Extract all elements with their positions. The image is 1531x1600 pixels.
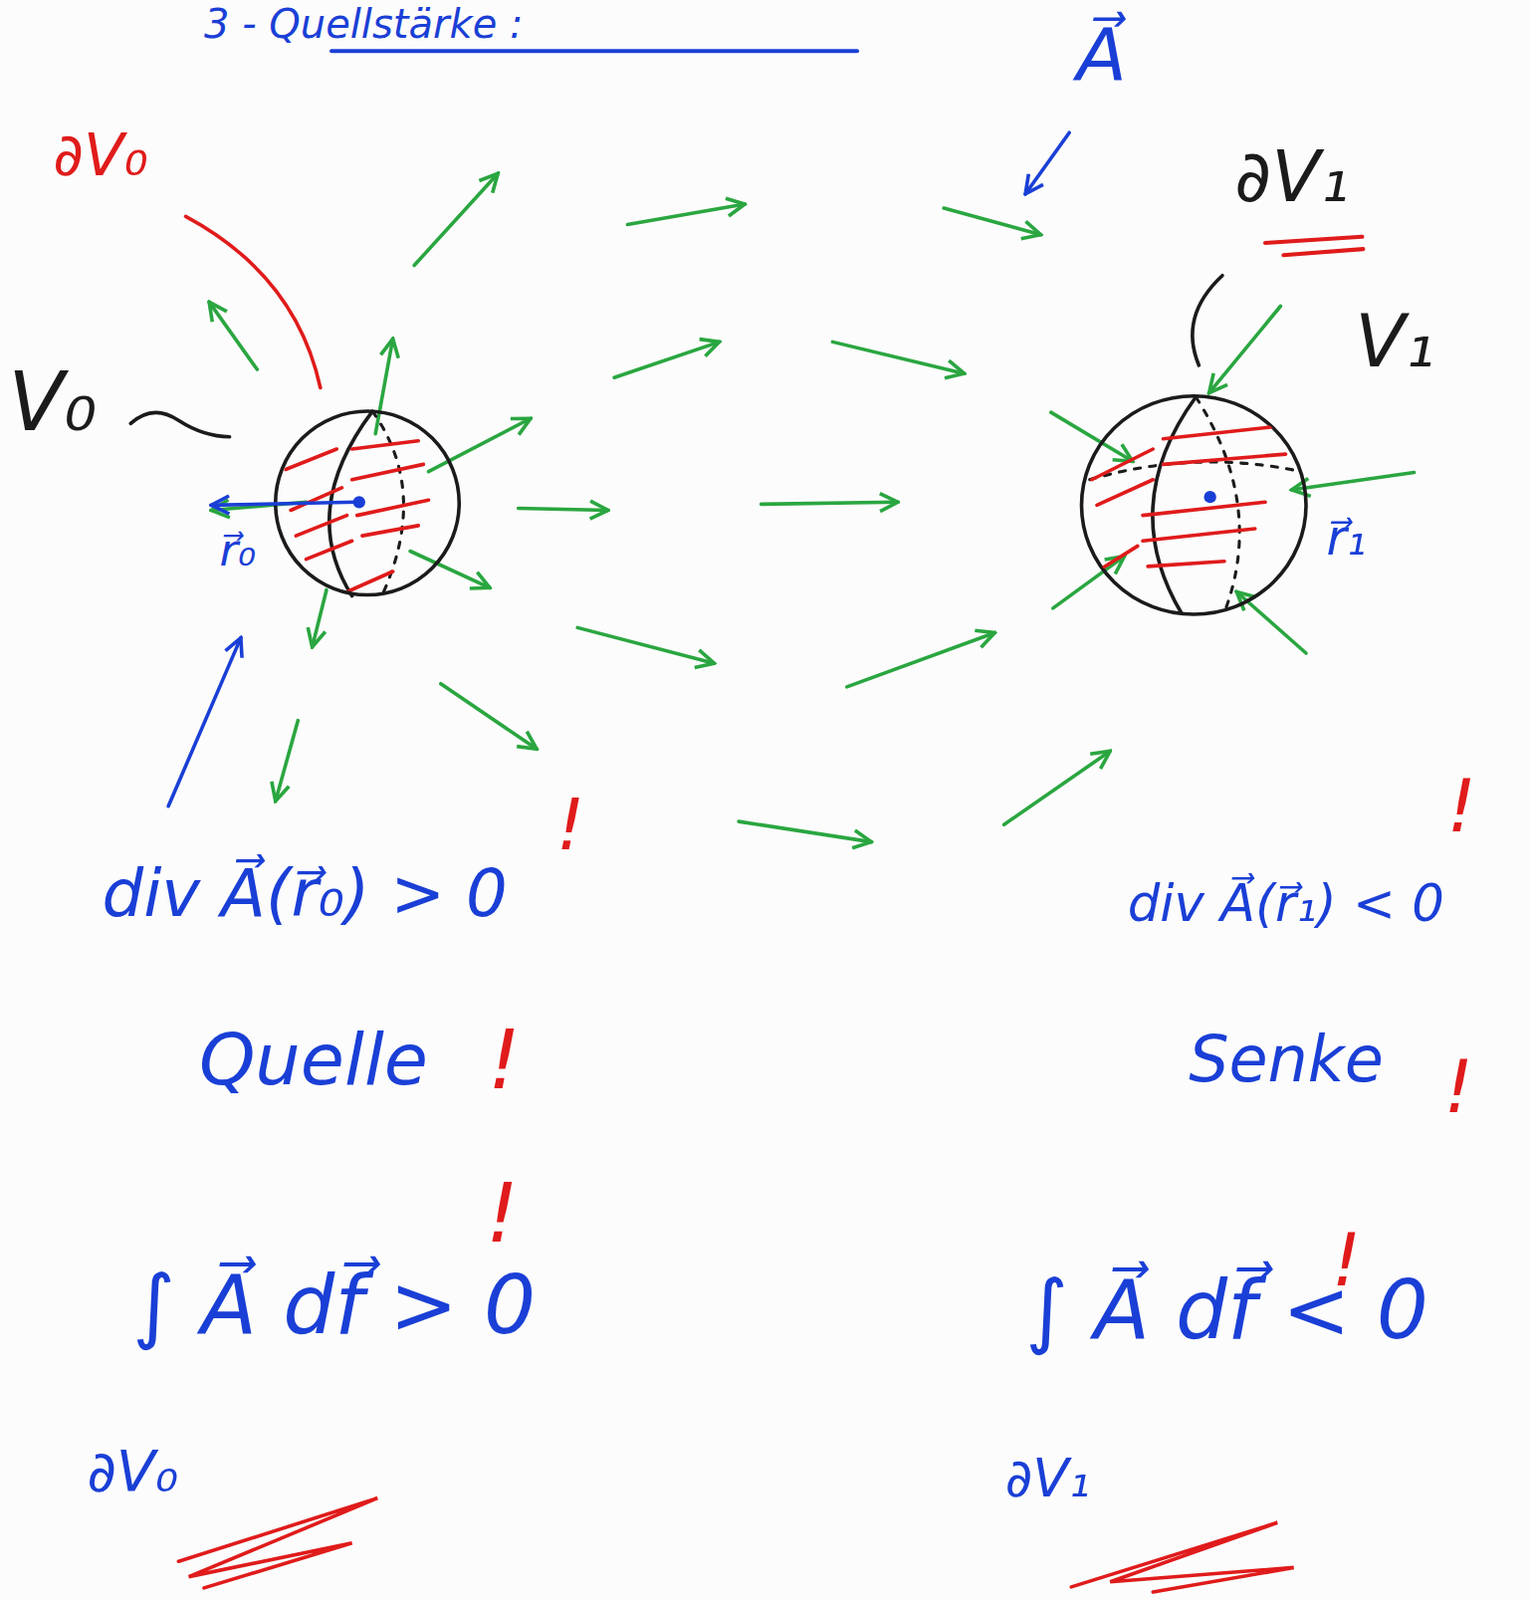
term-label: Quelle	[199, 1020, 429, 1099]
term-label: Senke	[1188, 1025, 1384, 1095]
emphasis-mark: !	[556, 785, 586, 865]
emphasis-mark: !	[485, 1168, 519, 1259]
title-underline	[331, 48, 858, 53]
integral-domain: ∂V₀	[86, 1440, 179, 1504]
formula: ∫ A⃗ df⃗ > 0	[132, 1260, 536, 1350]
bracket-mark	[1192, 275, 1223, 366]
formula: div A⃗(r⃗₀) > 0	[102, 857, 508, 929]
boundary-label: ∂V₁	[1234, 137, 1349, 217]
field-lines	[209, 173, 1415, 842]
emphasis-mark: !	[487, 1015, 521, 1105]
emphasis-mark: !	[1446, 765, 1477, 847]
integral-domain: ∂V₁	[1005, 1449, 1091, 1509]
formula: ∫ A⃗ df⃗ < 0	[1025, 1265, 1429, 1355]
volume-sphere	[1082, 396, 1308, 615]
pointer-arrows	[168, 132, 1070, 807]
emphasis-scribble	[178, 1498, 378, 1588]
volume-label: V₀	[7, 357, 97, 447]
boundary-label: ∂V₀	[52, 122, 148, 188]
position-label: r⃗₀	[218, 525, 256, 576]
underline-mark	[1265, 236, 1363, 255]
page-title: 3 - Quellstärke :	[204, 1, 523, 46]
emphasis-mark: !	[1443, 1046, 1474, 1127]
tilde-mark	[130, 412, 229, 437]
volume-label: V₁	[1354, 300, 1435, 382]
leader-line	[186, 216, 321, 388]
field-label: A⃗	[1076, 14, 1126, 96]
position-label: r⃗₁	[1326, 510, 1367, 565]
formula: div A⃗(r⃗₁) < 0	[1127, 874, 1445, 931]
emphasis-scribble	[1071, 1522, 1294, 1592]
